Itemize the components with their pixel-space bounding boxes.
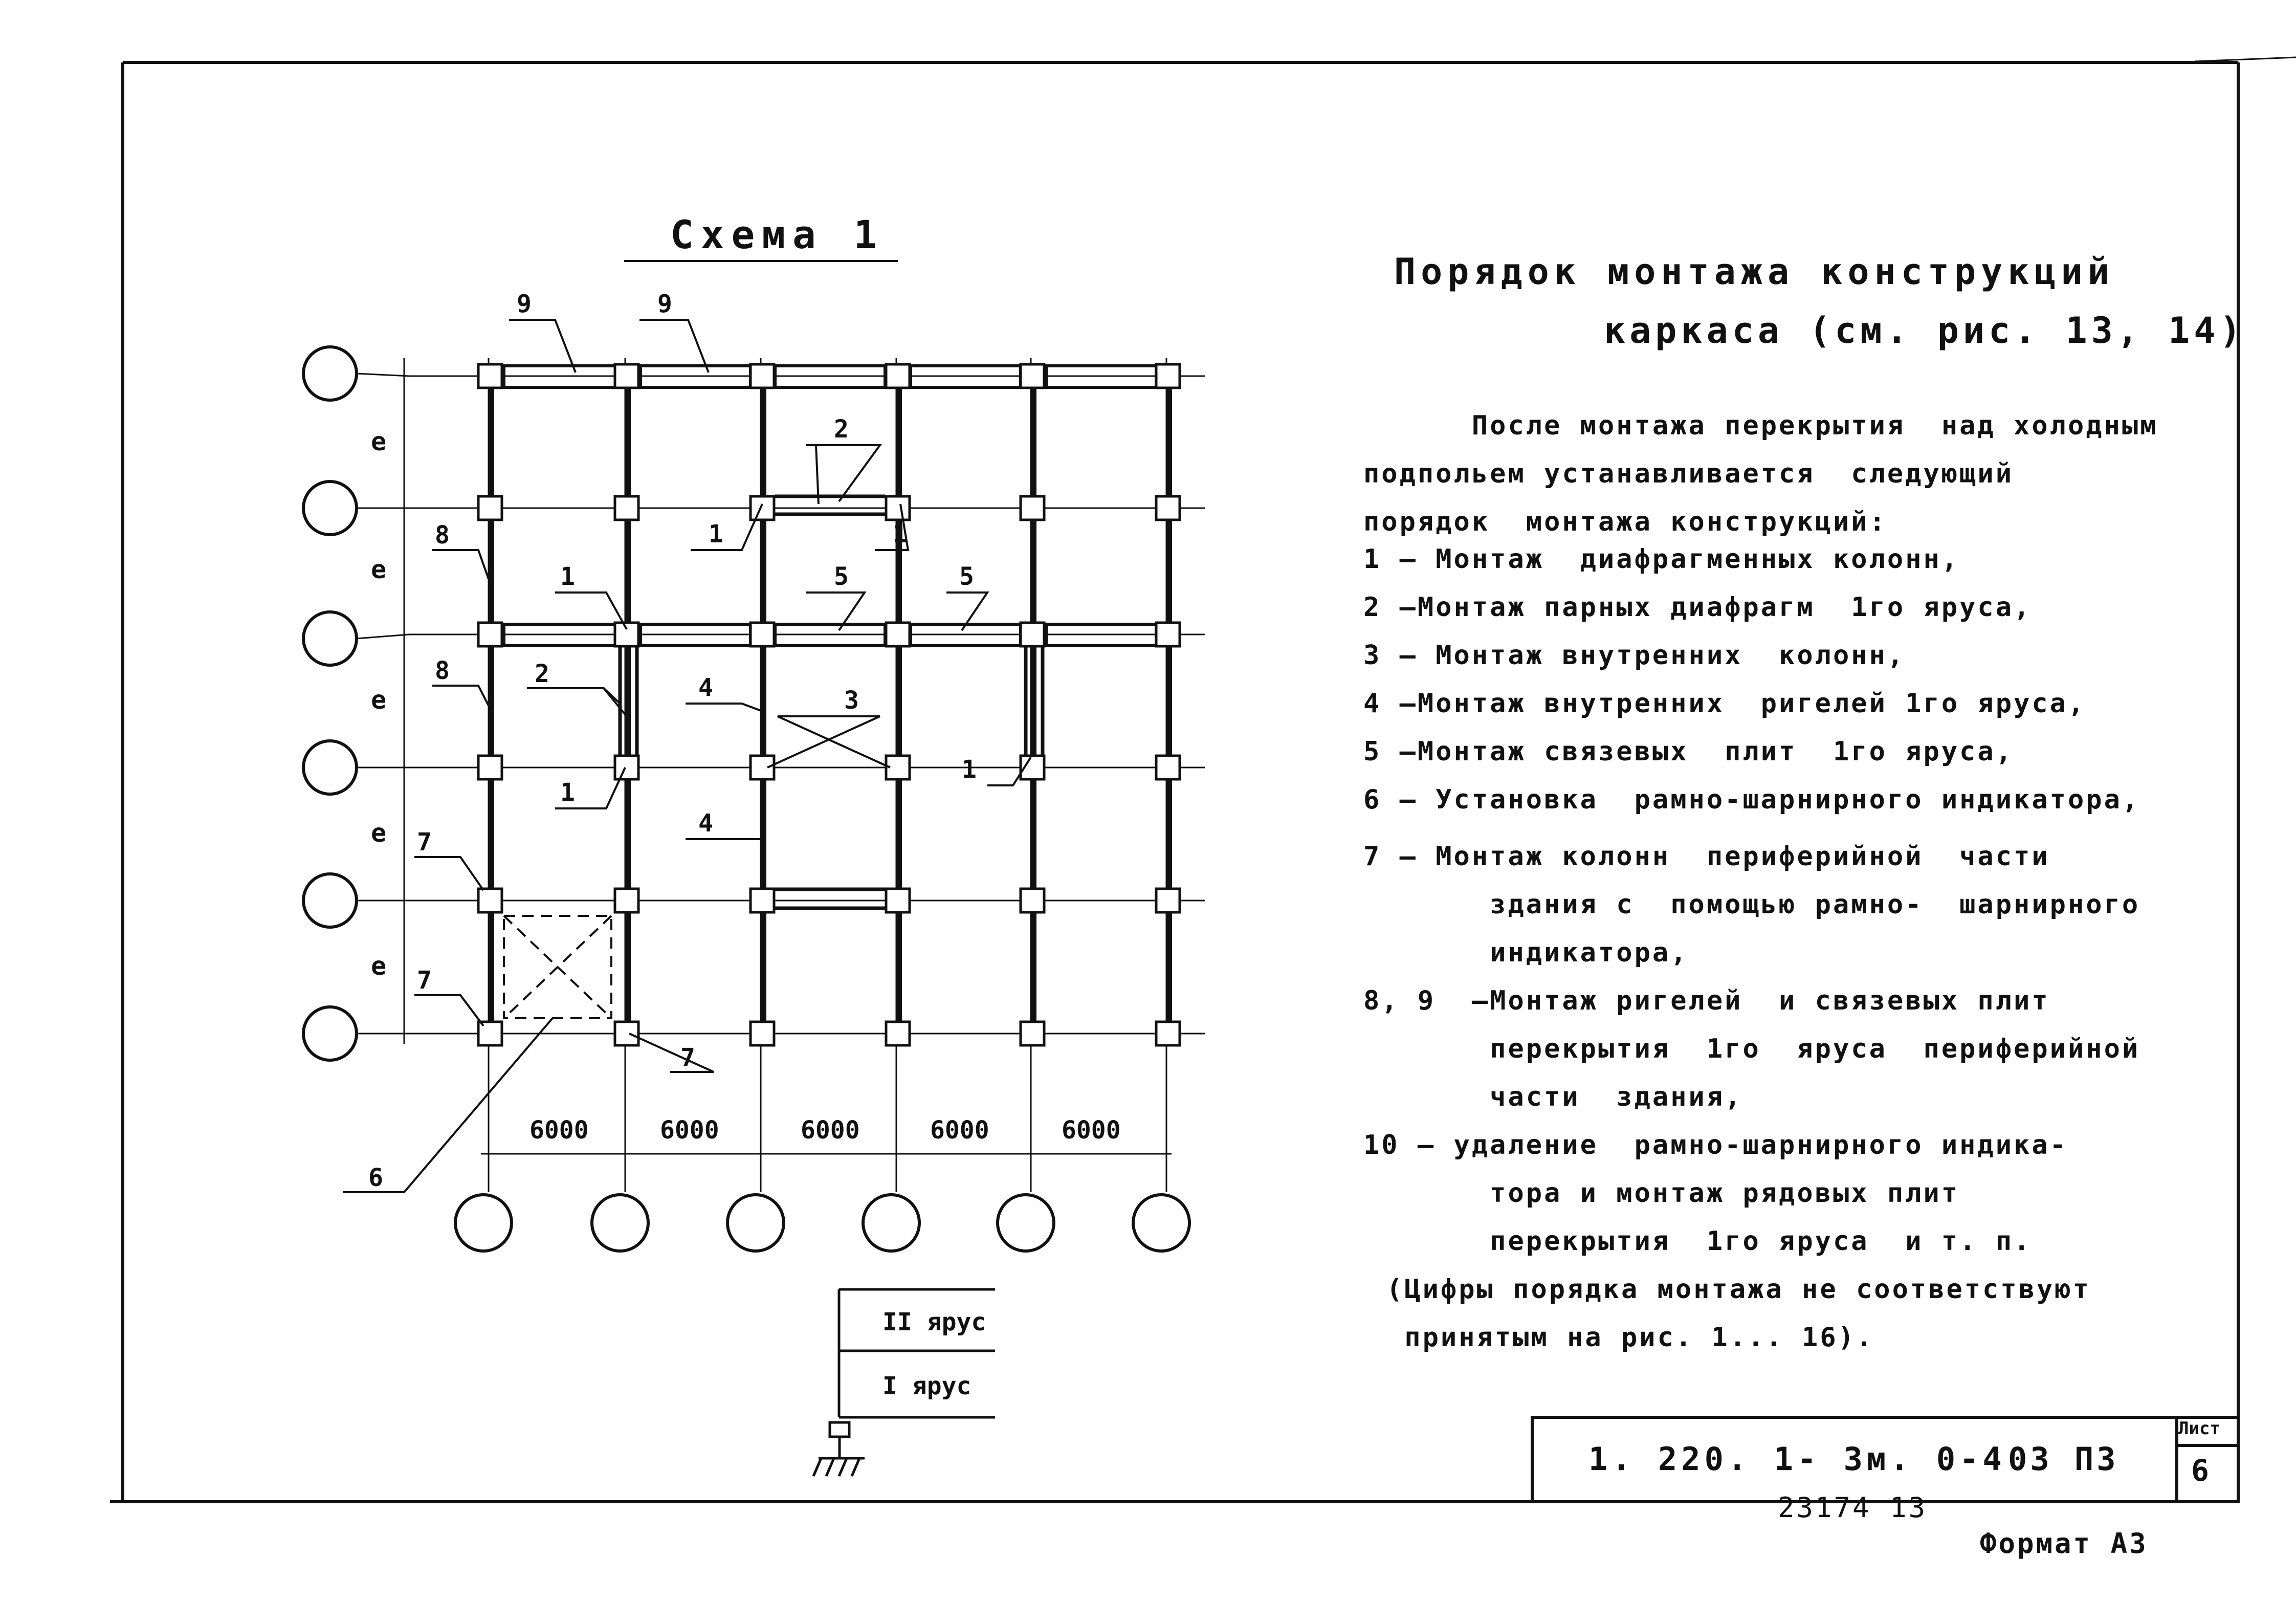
callout-seven: 7 xyxy=(417,966,432,995)
sheet-number: 6 xyxy=(2191,1453,2209,1488)
callout-leaders xyxy=(343,319,1032,1193)
row-mark: е xyxy=(371,555,386,584)
title-line-2: каркаса (см. рис. 13, 14) xyxy=(1604,310,2245,352)
column-axis-bubbles xyxy=(454,1193,1191,1253)
callout-one: 1 xyxy=(893,520,908,549)
row-mark: е xyxy=(371,427,386,456)
callout-one: 1 xyxy=(962,755,977,784)
dimension-value: 6000 xyxy=(660,1116,719,1145)
callout-one: 1 xyxy=(560,562,575,591)
callout-four: 4 xyxy=(698,809,713,838)
sheet-frame xyxy=(110,56,2296,1503)
sheet-label: Лист xyxy=(2178,1418,2220,1439)
row-axis-bubbles xyxy=(302,345,358,1062)
document-code: 1. 220. 1- 3м. 0-4 xyxy=(1588,1440,2006,1478)
step-8-9: 8, 9 —Монтаж ригелей и связевых плит пер… xyxy=(1363,985,2140,1112)
row-mark: е xyxy=(371,685,386,715)
tier-1-label: I ярус xyxy=(882,1372,971,1400)
step-4: 4 —Монтаж внутренних ригелей 1го яруса, xyxy=(1363,688,2086,719)
callout-six: 6 xyxy=(368,1164,383,1192)
callout-eight: 8 xyxy=(435,656,450,685)
step-3: 3 — Монтаж внутренних колонн, xyxy=(1363,640,1906,671)
step-10: 10 — удаление рамно-шарнирного индика- т… xyxy=(1363,1130,2068,1257)
document-part: 03 П3 xyxy=(2008,1440,2119,1478)
dimension-value: 6000 xyxy=(529,1116,589,1145)
callout-seven: 7 xyxy=(417,828,432,857)
step-7: 7 — Монтаж колонн периферийной части зда… xyxy=(1363,841,2140,968)
diaphragm-pairs xyxy=(618,494,1045,910)
row-mark: е xyxy=(371,818,386,848)
tier-legend xyxy=(812,1288,995,1477)
step-2: 2 —Монтаж парных диафрагм 1го яруса, xyxy=(1363,592,2032,623)
step-1: 1 — Монтаж диафрагменных колонн, xyxy=(1363,544,1960,575)
callout-seven: 7 xyxy=(680,1043,695,1072)
row-axis-leaders xyxy=(356,358,410,1044)
grid-axes xyxy=(409,358,1205,1192)
dimension-value: 6000 xyxy=(1062,1116,1121,1145)
callout-numbers: 9 9 2 1 1 8 1 5 5 2 8 4 3 1 1 4 7 7 7 6 xyxy=(368,290,977,1192)
indicator-frame xyxy=(503,915,612,1019)
row-spacing-marks: е е е е е xyxy=(371,427,386,981)
column-members xyxy=(488,381,1172,1026)
paper-format: Формат А3 xyxy=(1980,1527,2148,1560)
callout-three: 3 xyxy=(844,686,859,715)
callout-one: 1 xyxy=(560,778,575,807)
callout-two: 2 xyxy=(834,415,849,444)
dimension-values: 6000 6000 6000 6000 6000 xyxy=(529,1116,1121,1145)
dimension-value: 6000 xyxy=(930,1116,989,1145)
dimension-value: 6000 xyxy=(801,1116,860,1145)
step-6: 6 — Установка рамно-шарнирного индикатор… xyxy=(1363,784,2140,815)
callout-eight: 8 xyxy=(435,521,450,550)
title-block xyxy=(1531,1416,2240,1503)
title-line-1: Порядок монтажа конструкций xyxy=(1394,251,2114,293)
callout-five: 5 xyxy=(959,562,974,591)
callout-two: 2 xyxy=(535,660,549,688)
callout-five: 5 xyxy=(834,562,849,591)
tier-2-label: II ярус xyxy=(882,1308,986,1336)
callout-four: 4 xyxy=(698,673,713,702)
numbering-note: (Цифры порядка монтажа не соответствуют … xyxy=(1386,1274,2091,1353)
callout-nine: 9 xyxy=(517,290,532,318)
column-nodes xyxy=(477,363,1181,1047)
intro-paragraph: После монтажа перекрытия над холодным по… xyxy=(1363,410,2158,537)
inventory-number: 23174 13 xyxy=(1778,1492,1928,1524)
step-5: 5 —Монтаж связевых плит 1го яруса, xyxy=(1363,736,2014,767)
scheme-title: Схема 1 xyxy=(670,212,884,257)
row-mark: е xyxy=(371,951,386,981)
callout-one: 1 xyxy=(709,520,723,549)
callout-nine: 9 xyxy=(657,290,672,318)
